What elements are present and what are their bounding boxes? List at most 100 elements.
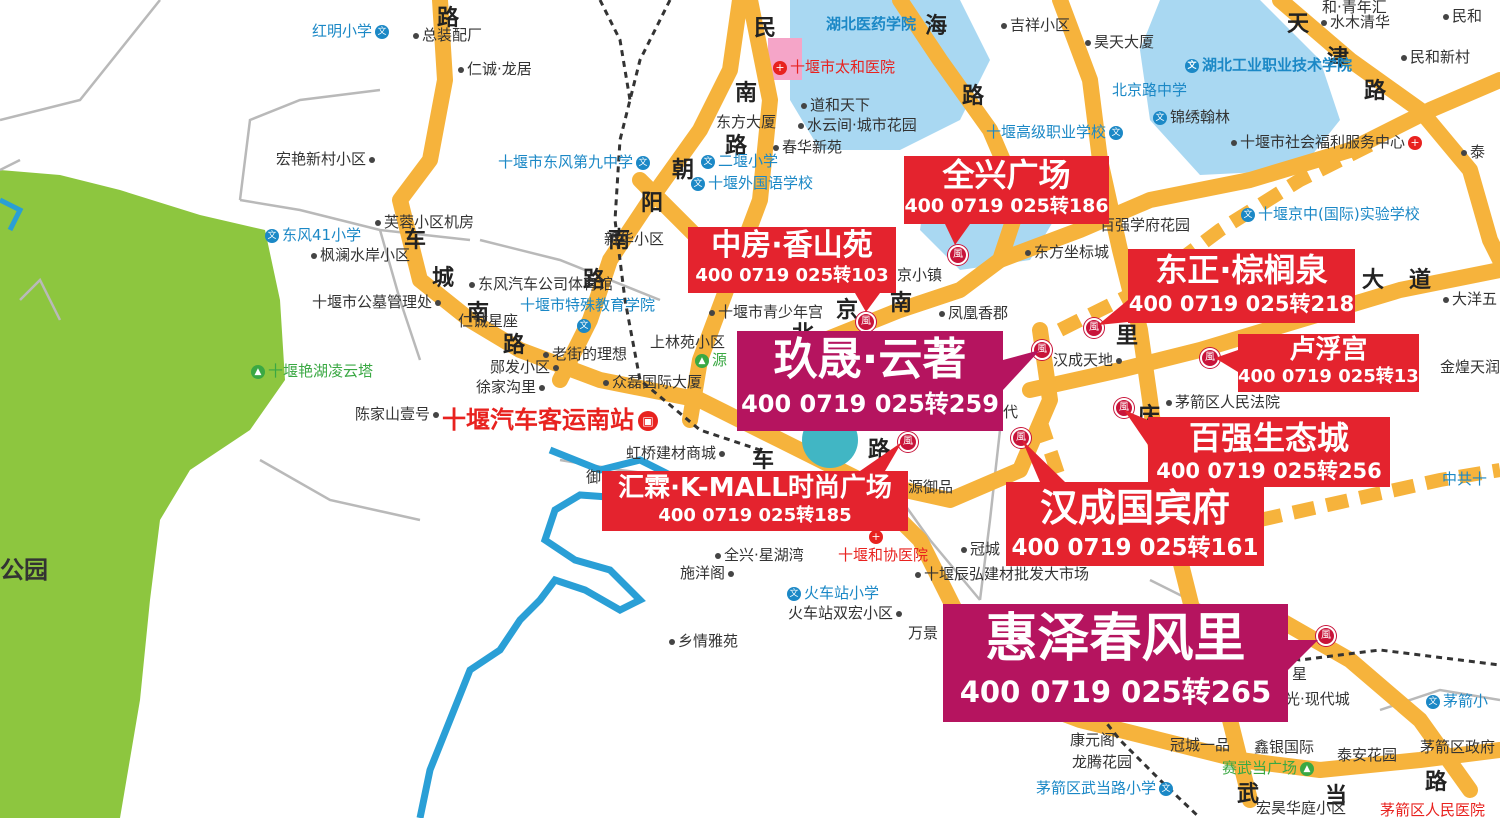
property-marker-icon[interactable]: 風 [1316,626,1336,646]
place-label[interactable]: 昊天大厦 [1082,35,1154,50]
place-label[interactable]: 火车站双宏小区 [788,606,905,621]
property-marker-icon[interactable]: 風 [856,312,876,332]
place-label[interactable]: 茅箭区武当路小学文 [1036,781,1176,796]
place-label[interactable]: 泰安花园 [1337,746,1398,764]
place-label[interactable]: 文东风41小学 [262,228,361,243]
callout-huilin[interactable]: 汇霖·K-MALL时尚广场 400 0719 025转185 [602,471,908,531]
place-label[interactable]: 十堰市东风第九中学文 [498,155,653,170]
place-label[interactable]: 新华小区 [604,230,665,248]
property-marker-icon[interactable]: 風 [898,432,918,452]
place-label[interactable]: 十堰和协医院 [838,546,929,564]
callout-baiqiang[interactable]: 百强生态城 400 0719 025转256 [1148,417,1390,487]
place-label[interactable]: ▲十堰艳湖凌云塔 [248,364,373,379]
place-label[interactable]: 大洋五 [1440,292,1497,307]
place-label[interactable]: 北京路中学 [1112,81,1188,99]
place-label[interactable]: 文 [574,318,594,333]
place-label[interactable]: 宏艳新村小区 [276,152,378,167]
place-label[interactable]: 施洋阁 [680,566,737,581]
place-label[interactable]: 赛武当广场▲ [1222,761,1317,776]
callout-huize[interactable]: 惠泽春风里 400 0719 025转265 [943,604,1288,722]
place-label[interactable]: 上林苑小区 [650,333,726,351]
place-label[interactable]: 红明小学文 [312,24,392,39]
place-label[interactable]: 茅箭区人民法院 [1163,395,1280,410]
place-label[interactable]: 万景 [908,624,939,642]
property-marker-icon[interactable]: 風 [1011,428,1031,448]
place-label[interactable]: 十堰高级职业学校文 [986,125,1126,140]
place-label[interactable]: 茅箭区政府 [1420,738,1496,756]
place-label[interactable]: 文十堰外国语学校 [688,176,813,191]
place-label[interactable]: 十堰市特殊教育学院 [520,296,656,314]
callout-lufugong[interactable]: 卢浮宫 400 0719 025转135 [1238,334,1431,392]
place-label[interactable]: 众磊国际大厦 [600,375,702,390]
place-label[interactable]: 郧发小区 [490,360,562,375]
callout-zhongfang[interactable]: 中房·香山苑 400 0719 025转103 [688,227,896,293]
place-label[interactable]: 芙蓉小区机房 [372,215,474,230]
place-label[interactable]: 宏昊华庭小区 [1256,799,1347,817]
place-label[interactable]: 龙腾花园 [1072,753,1133,771]
place-label[interactable]: 金煌天润 [1440,358,1500,376]
place-label[interactable]: +十堰市太和医院 [770,60,895,75]
callout-jiusheng[interactable]: 玖晟·云著 400 0719 025转259 [737,331,1003,431]
place-label[interactable]: 十堰市青少年宫 [706,305,823,320]
place-label[interactable]: 十堰市公墓管理处 [312,295,444,310]
place-label[interactable]: 文锦绣翰林 [1150,110,1230,125]
place-label[interactable]: 光·现代城 [1285,690,1350,708]
place-label[interactable]: 水云间·城市花园 [795,118,917,133]
place-label[interactable]: 文茅箭小 [1423,694,1488,709]
place-label[interactable]: 全兴·星湖湾 [712,548,804,563]
place-label[interactable]: 京小镇 [897,266,943,284]
place-label[interactable]: 民和 [1440,9,1482,24]
property-marker-icon[interactable]: 風 [1084,318,1104,338]
place-label[interactable]: 水木清华 [1318,15,1390,30]
place-label[interactable]: + [866,529,886,544]
place-label[interactable]: 乡情雅苑 [666,634,738,649]
place-label[interactable]: 东方坐标城 [1022,245,1109,260]
place-label[interactable]: 和·青年汇 [1322,0,1387,16]
property-marker-icon[interactable]: 風 [1114,398,1134,418]
property-marker-icon[interactable]: 風 [948,245,968,265]
place-label[interactable]: 鑫银国际 [1254,738,1315,756]
place-label[interactable]: 汉成天地 [1053,353,1125,368]
place-label[interactable]: ▲源 [692,353,727,368]
place-label[interactable]: 道和天下 [798,98,870,113]
place-label[interactable]: 百强学府花园 [1100,216,1191,234]
callout-hancheng[interactable]: 汉成国宾府 400 0719 025转161 [1006,482,1264,566]
place-label[interactable]: 茅箭区人民医院 [1380,801,1486,818]
place-label[interactable]: 陈家山壹号 [355,407,442,422]
place-label[interactable]: 凤凰香郡 [936,306,1008,321]
place-label[interactable]: 湖北医药学院 [826,15,917,33]
place-label[interactable]: 十堰市社会福利服务中心+ [1228,135,1425,150]
place-label[interactable]: 吉祥小区 [998,18,1070,33]
place-label[interactable]: 虹桥建材商城 [626,446,728,461]
property-marker-icon[interactable]: 風 [1032,340,1052,360]
place-label[interactable]: 文二堰小学 [698,154,778,169]
place-label[interactable]: 文火车站小学 [784,586,879,601]
place-label[interactable]: 仁诚星座 [458,312,519,330]
place-label[interactable]: 冠城 [958,542,1000,557]
place-label[interactable]: 老街的理想 [540,347,627,362]
place-label[interactable]: 文湖北工业职业技术学院 [1182,58,1352,73]
place-label[interactable]: 春华新苑 [770,140,842,155]
place-label[interactable]: 东方大厦 [716,113,777,131]
place-label[interactable]: 东风汽车公司体育馆 [466,277,613,292]
place-label[interactable]: 源御品 [908,478,954,496]
place-label[interactable]: 总装配厂 [410,28,482,43]
place-label[interactable]: 枫澜水岸小区 [308,248,410,263]
place-label[interactable]: 民和新村 [1398,50,1470,65]
place-label[interactable]: 徐家沟里 [476,380,548,395]
place-label[interactable]: 康元阁 [1070,731,1116,749]
property-marker-icon[interactable]: 風 [1200,348,1220,368]
place-label[interactable]: 十堰辰弘建材批发大市场 [912,567,1089,582]
place-label[interactable]: 中共十 [1442,470,1488,488]
place-label[interactable]: 代 [1003,403,1019,421]
place-label[interactable]: 文十堰京中(国际)实验学校 [1238,207,1420,222]
place-label[interactable]: 泰 [1458,145,1485,160]
place-label[interactable]: 星 [1292,665,1308,683]
callout-dongzheng[interactable]: 东正·棕榈泉 400 0719 025转218 [1128,249,1355,323]
place-label[interactable]: 冠城一品 [1170,736,1231,754]
place-label[interactable]: 御 [586,468,602,486]
callout-quanxing[interactable]: 全兴广场 400 0719 025转186 [904,156,1109,224]
place-label[interactable]: 仁诚·龙居 [455,62,532,77]
bus-station-label[interactable]: 十堰汽车客运南站▣ [442,400,658,435]
